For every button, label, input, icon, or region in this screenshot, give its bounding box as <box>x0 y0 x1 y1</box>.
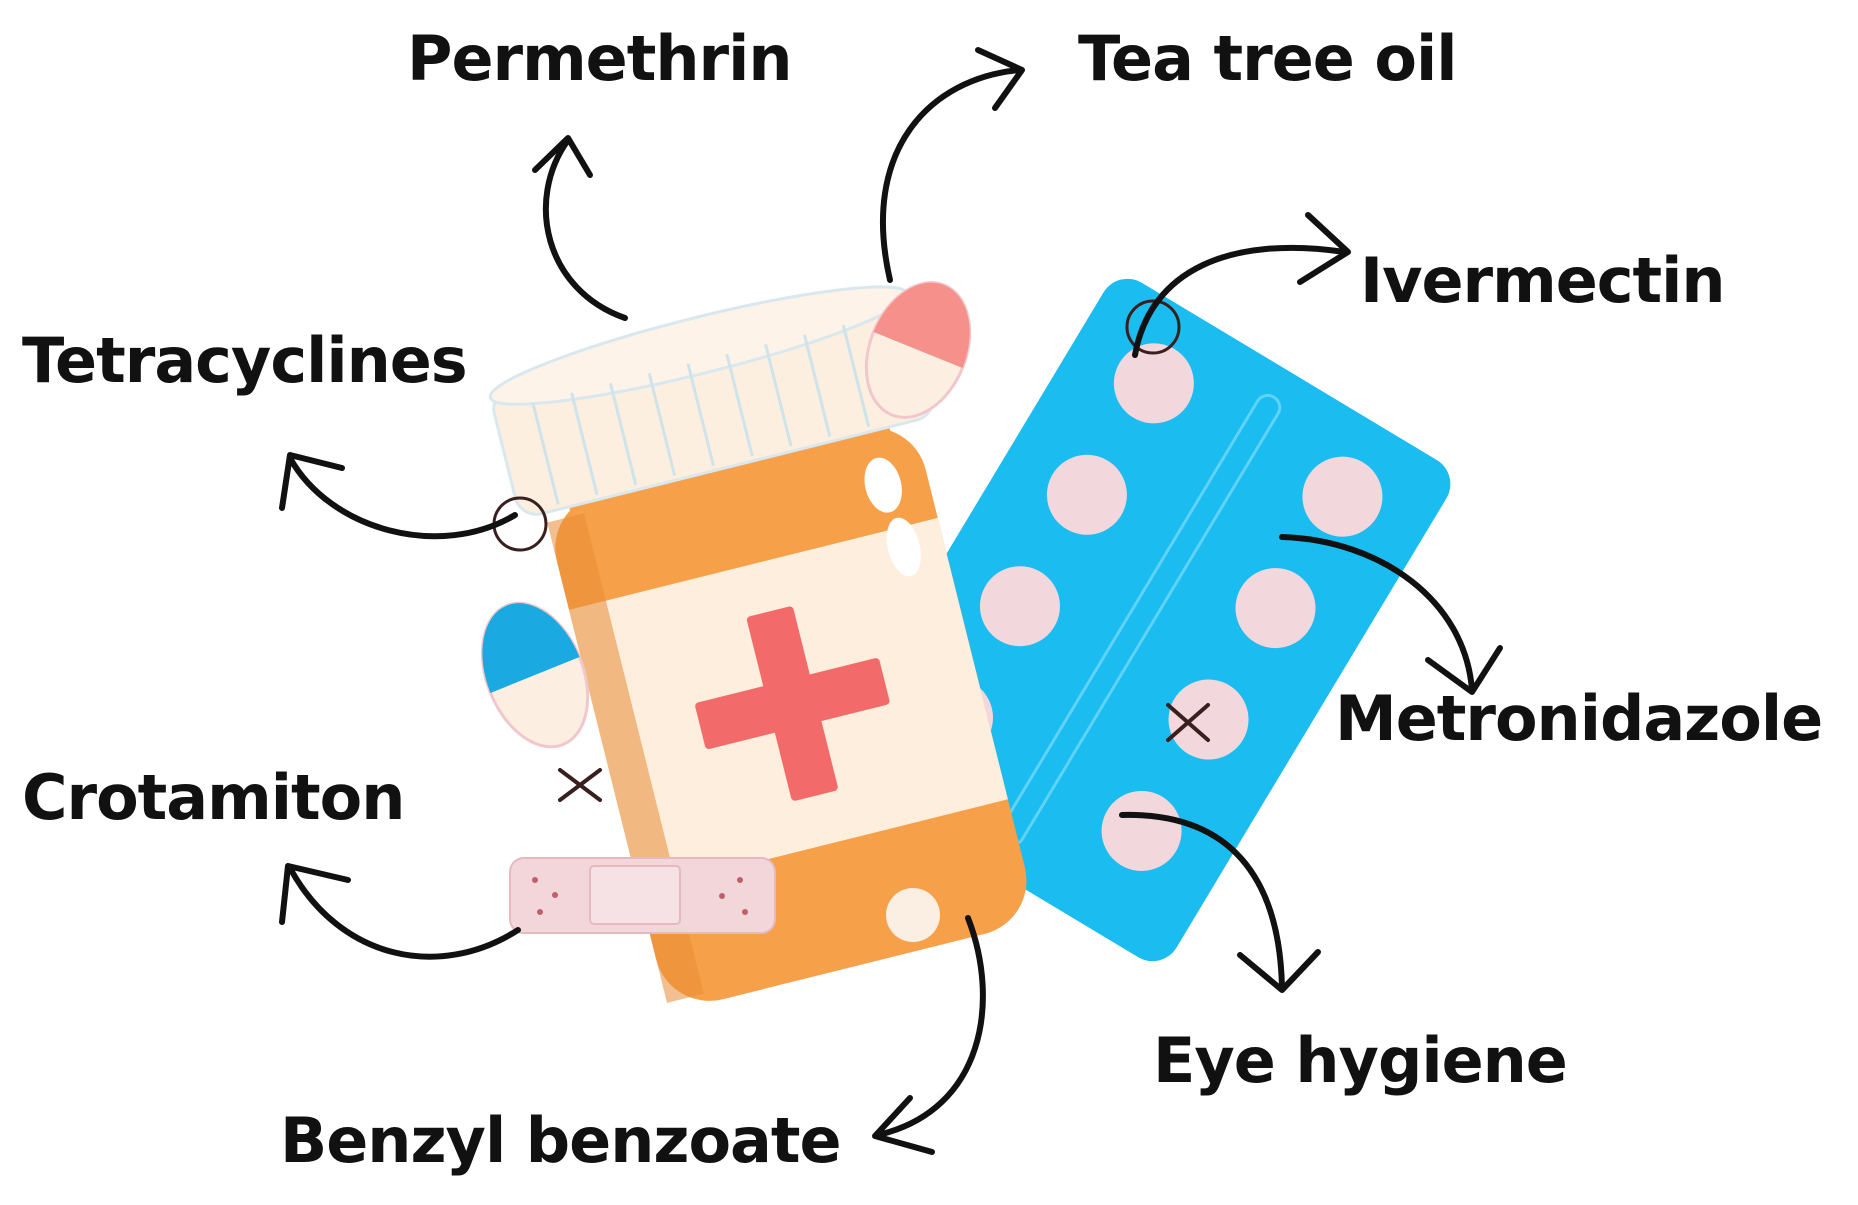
arrow-permethrin <box>532 135 628 321</box>
label-tea-tree-oil: Tea tree oil <box>1078 22 1458 95</box>
pink-capsule <box>864 281 972 419</box>
blister-pill <box>1235 568 1316 649</box>
blister-pill <box>1046 454 1127 535</box>
arrow-benzyl-benzoate <box>872 915 986 1155</box>
cross-icon <box>695 606 890 801</box>
blister-pill <box>1302 456 1383 537</box>
label-tetracyclines: Tetracyclines <box>22 324 468 397</box>
arrow-tea-tree-oil <box>879 47 1025 283</box>
blister-pill <box>1168 679 1249 760</box>
label-ivermectin: Ivermectin <box>1360 244 1726 317</box>
bandage <box>509 857 776 934</box>
blister-pill <box>979 566 1060 647</box>
arrow-tetracyclines <box>279 452 518 540</box>
blister-pill <box>1113 343 1194 424</box>
arrow-ivermectin <box>1132 212 1351 358</box>
bottle-highlight <box>886 517 921 577</box>
x-mark-icon <box>1166 703 1210 742</box>
label-benzyl-benzoate: Benzyl benzoate <box>280 1104 842 1177</box>
arrow-crotamiton <box>279 863 521 960</box>
decorative-circle <box>1125 299 1181 355</box>
label-permethrin: Permethrin <box>407 22 792 95</box>
bottle-highlight <box>864 457 902 513</box>
blister-pill <box>1101 790 1182 871</box>
arrow-metronidazole <box>1279 534 1503 695</box>
x-mark-icon <box>558 768 602 802</box>
label-crotamiton: Crotamiton <box>22 761 405 834</box>
small-pill <box>886 888 940 942</box>
label-eye-hygiene: Eye hygiene <box>1153 1024 1568 1097</box>
label-metronidazole: Metronidazole <box>1335 682 1823 755</box>
arrow-eye-hygiene <box>1119 811 1321 993</box>
blue-capsule <box>480 601 590 749</box>
cap-ridges <box>531 315 909 505</box>
